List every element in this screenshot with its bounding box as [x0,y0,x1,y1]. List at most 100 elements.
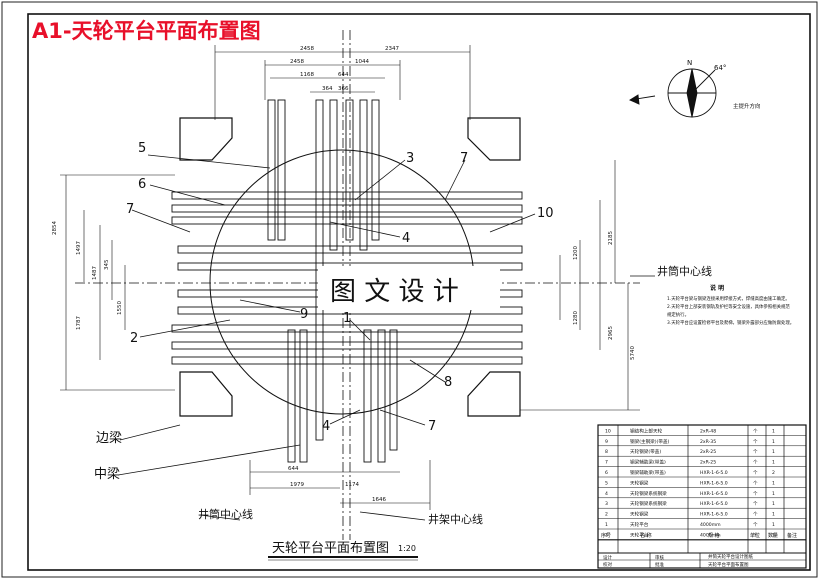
table-cell-name: 钢梁辅助梁(带盖) [630,459,666,466]
callout-5: 5 [138,141,146,156]
dim-top-6: 644 [338,72,349,78]
table-cell-spec: HXR-1-6-5.0 [700,470,728,476]
table-cell-no: 4 [605,491,608,497]
dim-top-5: 1168 [300,72,314,78]
north-arrow [629,68,717,118]
note-line-4: 3.天轮平台应设置检修平台及爬梯，钢梁外露部分应做防腐处理。 [667,319,794,326]
table-cell-no: 7 [605,460,608,466]
dimension-texts: 2458 2347 2458 1044 1168 644 364 366 644… [52,46,636,503]
th-no: 序号 [601,532,611,539]
table-cell-qty: 1 [772,522,775,528]
table-cell-unit: 个 [753,522,758,528]
table-cell-qty: 1 [772,501,775,507]
notes-lines: 1.天轮平台梁与钢梁连接采用焊接方式，焊缝高度由施工确定。 2.天轮平台上部安装… [667,295,794,326]
angle-label: 64° [714,64,726,72]
table-cell-no: 10 [605,428,611,434]
table-cell-no: 1 [605,532,608,538]
table-cell-qty: 1 [772,439,775,445]
parts-table-header: 序号 名 称 规 格 单位 数量 备注 [601,532,797,539]
dim-top-4: 1044 [355,59,369,65]
dim-right-4: 1200 [573,246,579,260]
callout-7c: 7 [428,419,436,434]
dim-left-2: 1497 [76,241,82,255]
callout-7b: 7 [460,151,468,166]
label-shaft-center-bottom: 井筒中心线 [198,507,253,521]
table-cell-unit: 个 [753,480,758,486]
table-cell-name: 天轮钢梁(带盖) [630,448,661,455]
th-name: 名 称 [640,532,652,539]
label-shaft-center-right: 井筒中心线 [657,264,712,278]
table-cell-no: 8 [605,449,608,455]
drawing-title: 天轮平台平面布置图 [272,541,389,556]
callout-6: 6 [138,177,146,192]
callout-10: 10 [537,206,554,221]
table-cell-spec: 2xR-35 [700,439,716,445]
table-cell-spec: 2xR-25 [700,449,716,455]
parts-table [597,424,807,569]
corner-pillars [179,117,521,417]
tb-project: 井筒天轮平台设计图纸 [708,553,753,560]
watermark-text: 图 文 设 计 [330,277,459,307]
table-cell-unit: 个 [753,501,758,507]
table-cell-no: 6 [605,470,608,476]
table-cell-spec: 4000mm [700,522,721,528]
table-cell-spec: 4000mm [700,532,721,538]
dim-bottom-2: 1174 [345,482,359,488]
dim-right-1: 2185 [608,231,614,245]
callout-4a: 4 [402,231,410,246]
table-cell-unit: 个 [753,460,758,466]
table-cell-unit: 个 [753,512,758,518]
th-qty: 数量 [768,532,778,539]
table-cell-qty: 1 [772,449,775,455]
dim-top-1: 2458 [300,46,314,52]
callout-4b: 4 [322,419,330,434]
table-cell-no: 1 [605,522,608,528]
page-title: A1-天轮平台平面布置图 [32,19,261,43]
table-cell-spec: 2xR-48 [700,428,716,434]
note-line-2: 2.天轮平台上部安装钢轨及护栏等安全设施，具体参照相关规范 [667,303,790,310]
north-label: N [687,59,692,67]
dim-left-3: 1487 [92,266,98,280]
dim-right-3: 5740 [630,346,636,360]
dim-right-5: 1280 [573,311,579,325]
table-cell-no: 5 [605,480,608,486]
watermark-box [318,266,500,310]
dim-left-4: 345 [104,259,110,270]
table-cell-name: 天轮钢梁系统钢梁 [630,490,667,497]
tb-cell-4: 批准 [655,561,664,568]
dim-top-8: 366 [338,86,349,92]
table-cell-qty: 1 [772,532,775,538]
table-cell-no: 3 [605,501,608,507]
dim-bottom-1: 644 [288,466,299,472]
dim-left-1: 2854 [52,221,58,235]
table-cell-name: 天轮钢梁 [630,479,649,486]
label-frame-center-bottom: 井架中心线 [428,512,483,526]
label-edge-beam: 边梁 [96,431,122,446]
table-cell-spec: HXR-1-6-5.0 [700,501,728,507]
dim-top-7: 364 [322,86,333,92]
table-cell-no: 9 [605,439,608,445]
tb-cell-2: 审核 [655,554,664,561]
table-cell-unit: 个 [753,532,758,538]
direction-label: 主提升方向 [733,102,761,110]
th-unit: 单位 [750,532,760,539]
tb-cell-3: 校对 [603,561,612,568]
dimension-lines [60,45,640,510]
dim-left-6: 1550 [117,301,123,315]
table-cell-qty: 1 [772,460,775,466]
table-cell-unit: 个 [753,470,758,476]
dim-bottom-4: 1646 [372,497,386,503]
table-cell-qty: 2 [772,470,775,476]
note-line-3: 规定执行。 [667,311,689,318]
table-cell-unit: 个 [753,491,758,497]
callout-9: 9 [300,307,308,322]
dim-right-2: 2965 [608,326,614,340]
tb-drawing-name: 天轮平台平面布置图 [708,561,749,568]
table-cell-unit: 个 [753,449,758,455]
table-cell-unit: 个 [753,428,758,434]
table-cell-spec: HXR-1-6-5.0 [700,480,728,486]
table-cell-qty: 1 [772,428,775,434]
notes-heading: 说 明 [710,284,724,292]
note-line-1: 1.天轮平台梁与钢梁连接采用焊接方式，焊缝高度由施工确定。 [667,295,790,302]
